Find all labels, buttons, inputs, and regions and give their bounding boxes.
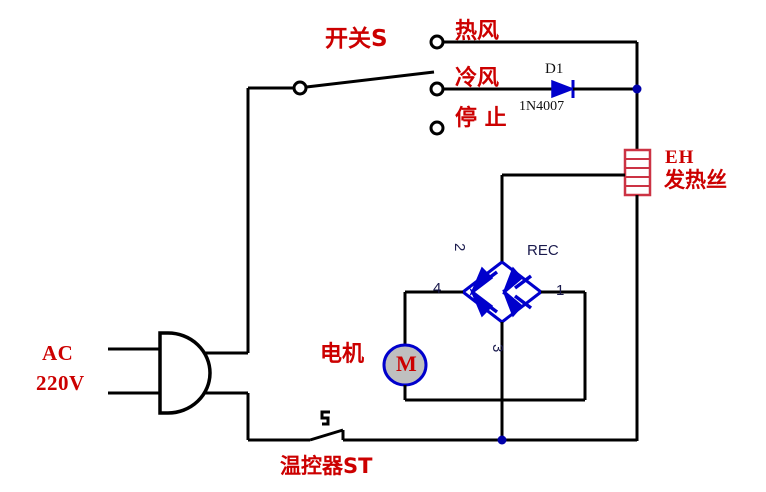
terminal-stop[interactable]	[429, 120, 445, 136]
switch-blade	[297, 70, 435, 90]
bridge-diode-top-left	[469, 266, 499, 297]
label-rect-pin-4: 4	[433, 280, 442, 297]
label-motor-name: 电机	[320, 342, 365, 367]
label-thermostat-st: 温控器ST	[280, 454, 373, 478]
label-switch-s: 开关S	[325, 26, 388, 52]
label-terminal-hot-air: 热风	[455, 19, 500, 44]
label-rect-pin-1: 1	[556, 282, 565, 299]
junction-dot-bridge-bottom	[497, 435, 507, 445]
bridge-diode-bottom-right	[502, 289, 533, 318]
terminal-cold-air[interactable]	[429, 81, 445, 97]
thermostat-bimetal-icon	[320, 410, 330, 426]
terminal-hot-air[interactable]	[429, 34, 445, 50]
label-rect-pin-3: 3	[489, 344, 506, 353]
ac-plug-body	[158, 331, 212, 415]
label-motor-symbol: M	[396, 351, 417, 376]
label-diode-reference: D1	[545, 61, 564, 77]
label-ac-line2: 220V	[36, 371, 85, 395]
label-terminal-stop: 停 止	[455, 106, 507, 131]
label-ac-line1: AC	[42, 341, 74, 365]
heater-eh-body	[623, 148, 652, 197]
bridge-diode-top-right	[502, 266, 533, 295]
switch-pivot-terminal[interactable]	[292, 80, 308, 96]
diode-d1-triangle	[551, 79, 576, 99]
label-heater-code: EH	[665, 147, 695, 168]
label-diode-part-number: 1N4007	[519, 99, 565, 114]
label-rect-pin-2: 2	[451, 243, 468, 252]
label-terminal-cold-air: 冷风	[455, 66, 500, 91]
thermostat-contact-arm	[309, 428, 344, 442]
junction-dot-cold-hot	[632, 84, 642, 94]
label-heater-name: 发热丝	[664, 168, 727, 192]
bridge-diode-bottom-left	[469, 287, 499, 318]
label-rectifier: REC	[527, 242, 559, 259]
